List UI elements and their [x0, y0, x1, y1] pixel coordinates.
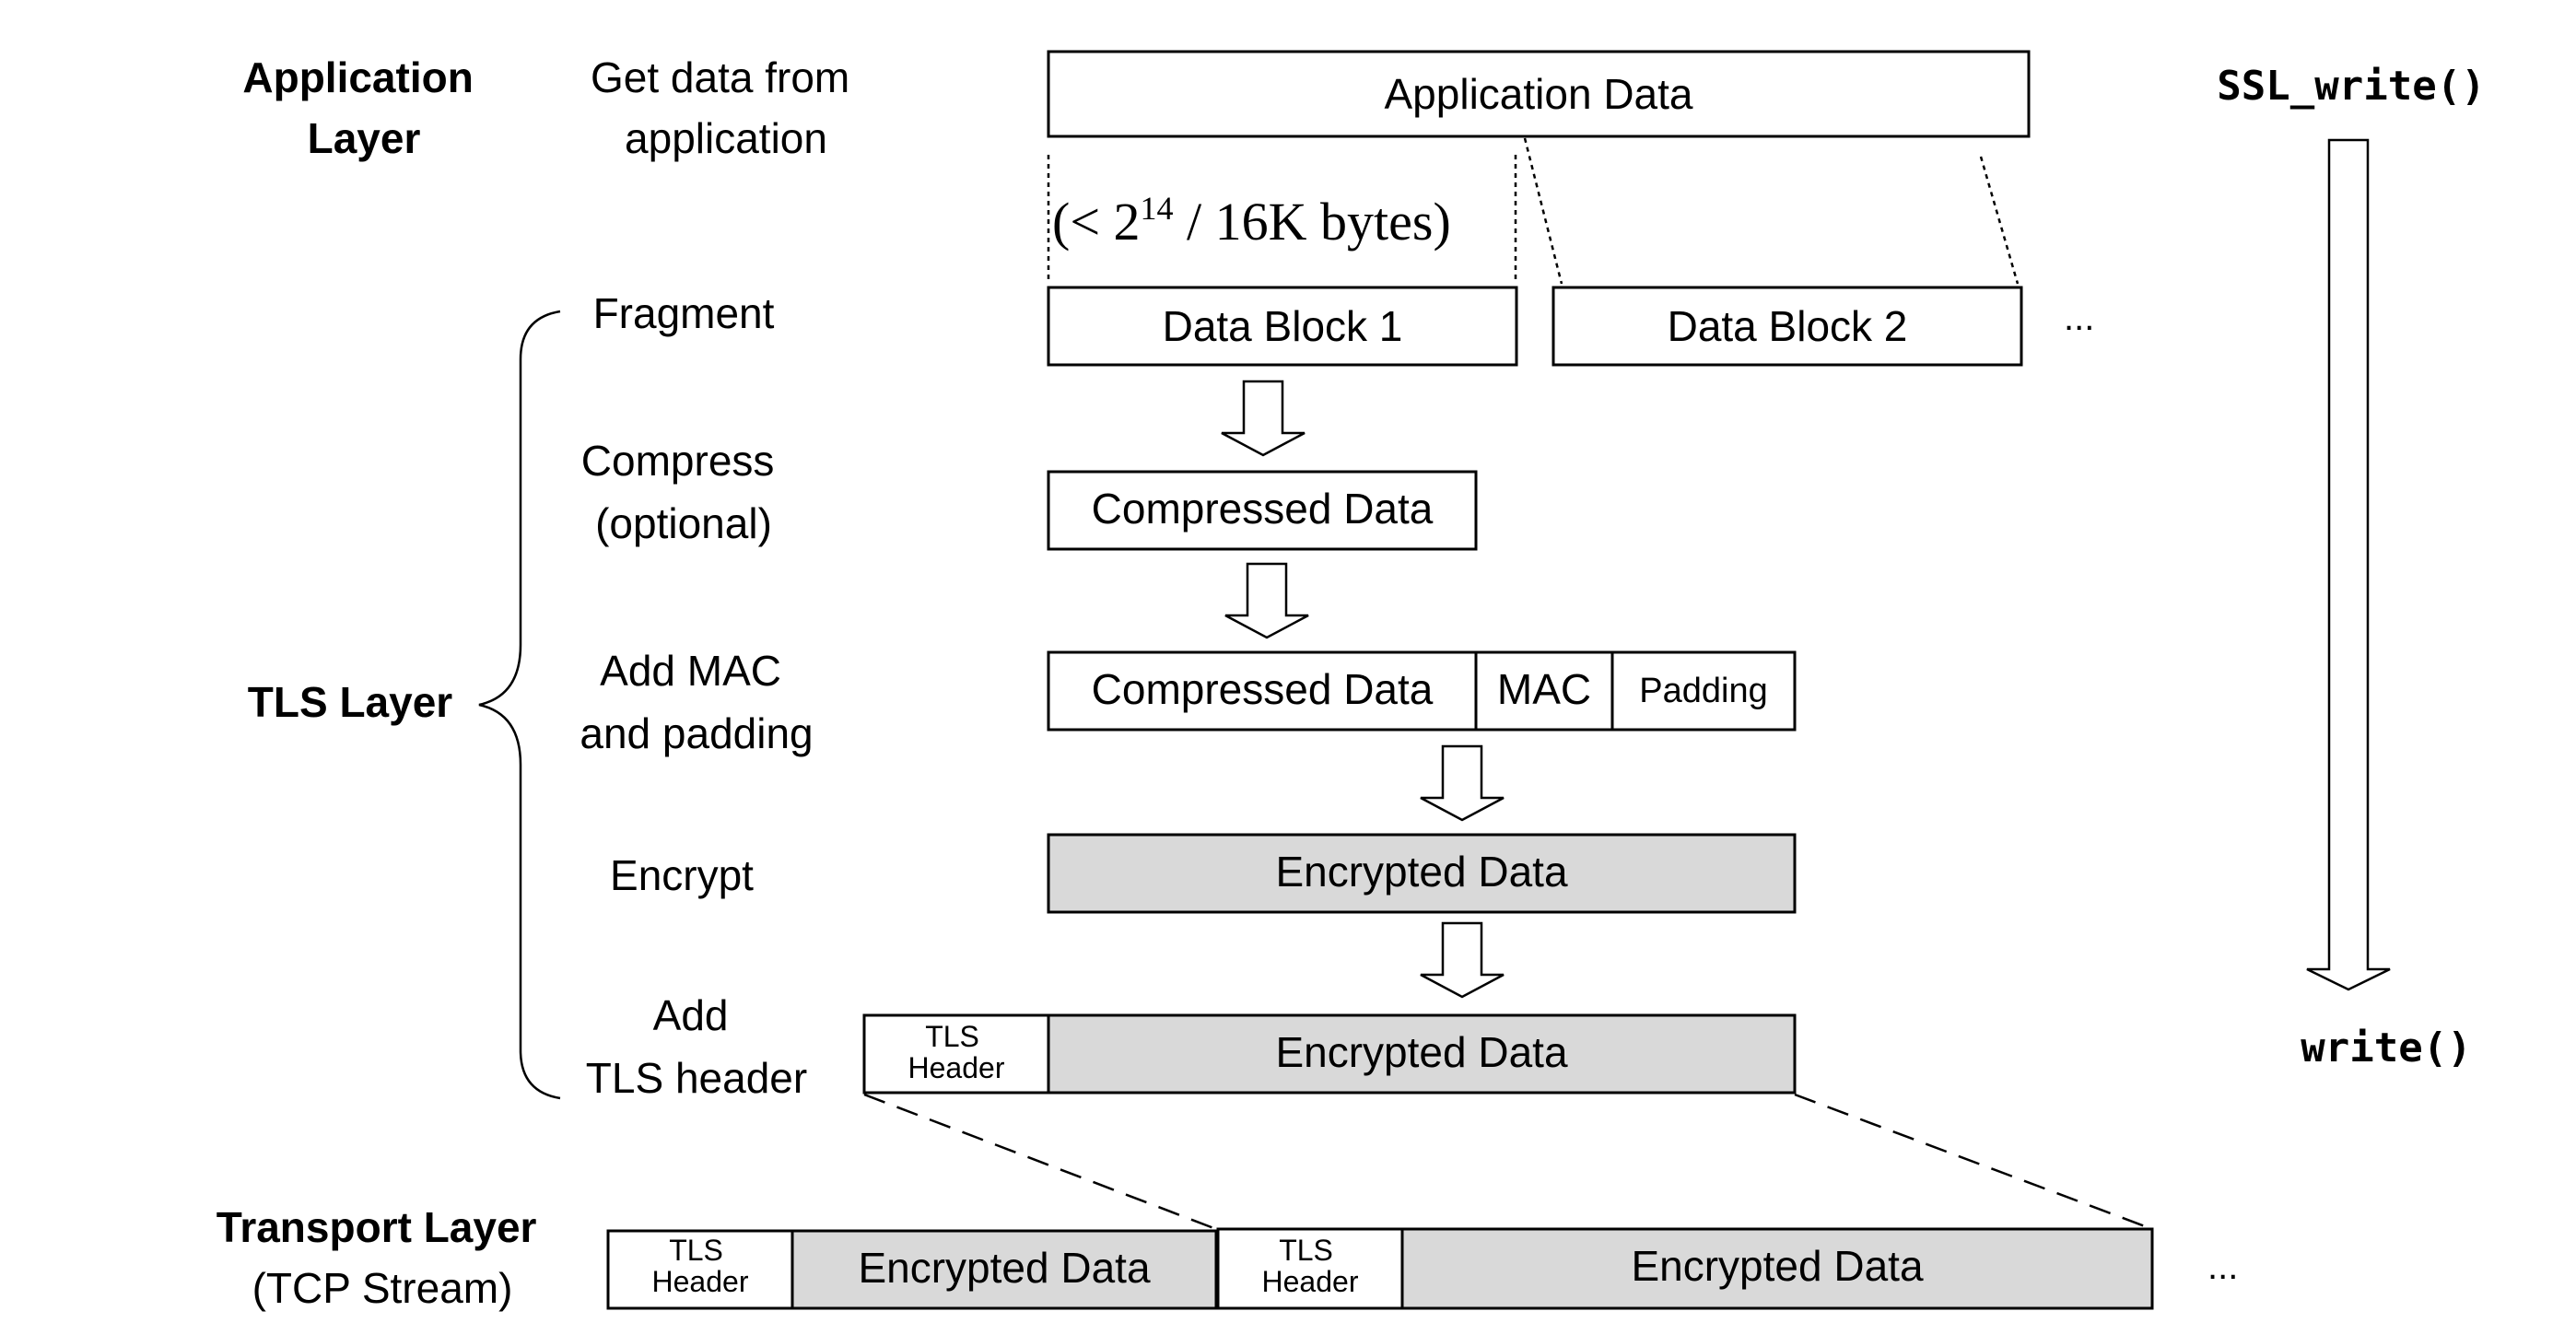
expand-line-left — [863, 1093, 1217, 1231]
stream-header-2-label: TLS Header — [1262, 1234, 1359, 1298]
expand-line-right — [1794, 1093, 2153, 1231]
tls-header-label: TLS Header — [908, 1020, 1005, 1084]
write-call: write() — [2301, 1024, 2471, 1071]
data-block-1-box — [1047, 286, 1518, 367]
down-arrow-2 — [1224, 562, 1309, 639]
compressed-mac-padding-box — [1047, 650, 1797, 732]
ssl-write-to-write-arrow — [2306, 138, 2391, 991]
stream-header-1 — [606, 1229, 794, 1310]
application-data-box — [1047, 50, 2031, 138]
stream-ellipsis: ... — [2207, 1247, 2238, 1287]
data-block-1-label: Data Block 1 — [1163, 302, 1403, 350]
mac-label: MAC — [1497, 665, 1591, 713]
tls-layer-brace — [478, 310, 561, 1100]
fragment-size-note: (< 214 / 16K bytes) — [1052, 190, 1451, 252]
down-arrow-3 — [1420, 744, 1505, 822]
fragment-guide-2r — [1979, 156, 2020, 285]
down-arrow-4 — [1420, 921, 1505, 999]
step-fragment: Fragment — [593, 289, 775, 337]
stream-header-2 — [1216, 1227, 1404, 1310]
tls-record-encrypted-label: Encrypted Data — [1275, 1028, 1567, 1076]
application-data-label: Application Data — [1385, 70, 1693, 118]
fragment-guide-2l — [1523, 137, 1563, 285]
padding-label: Padding — [1639, 672, 1767, 710]
ssl-write-call: SSL_write() — [2217, 63, 2485, 110]
tls-header-box — [862, 1013, 1050, 1095]
step-add-mac: Add MAC and padding — [580, 647, 813, 757]
tls-layer-label: TLS Layer — [248, 678, 453, 726]
encrypted-data-box — [1047, 833, 1797, 914]
compressed-data-box — [1047, 470, 1478, 551]
down-arrow-1 — [1221, 380, 1306, 457]
transport-layer-label: Transport Layer (TCP Stream) — [217, 1203, 548, 1312]
data-block-2-label: Data Block 2 — [1668, 302, 1908, 350]
stream-header-1-label: TLS Header — [652, 1234, 749, 1298]
encrypted-data-label: Encrypted Data — [1275, 848, 1567, 896]
step-encrypt: Encrypt — [610, 851, 754, 899]
step-add-header: Add TLS header — [586, 991, 807, 1102]
step-get-data: Get data from application — [591, 53, 861, 162]
stream-encrypted-2-label: Encrypted Data — [1631, 1242, 1923, 1290]
compressed-data-label: Compressed Data — [1092, 485, 1434, 533]
more-blocks-ellipsis: ... — [2064, 298, 2094, 338]
application-layer-label: Application Layer — [242, 53, 485, 162]
stream-encrypted-1-label: Encrypted Data — [858, 1244, 1150, 1292]
step-compress: Compress (optional) — [581, 437, 786, 547]
compressed-data-label-2: Compressed Data — [1092, 665, 1434, 713]
data-block-2-box — [1551, 286, 2023, 367]
